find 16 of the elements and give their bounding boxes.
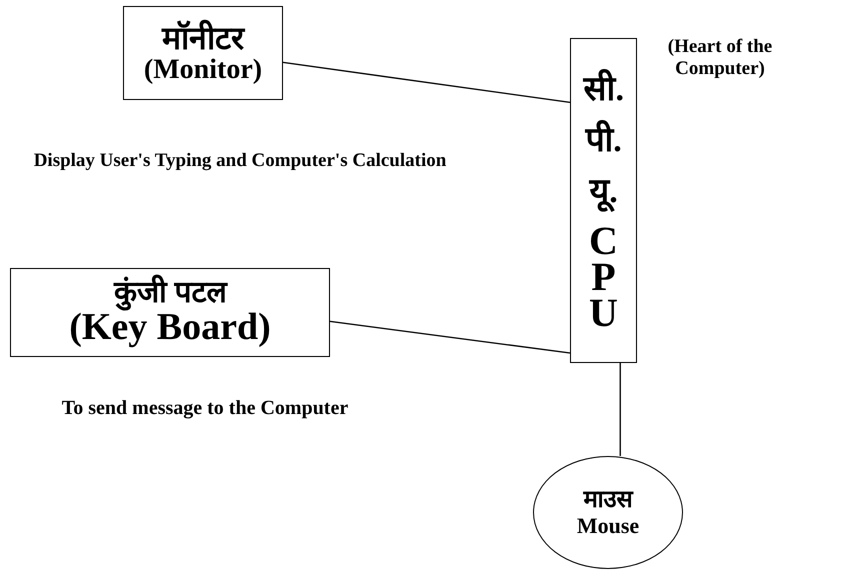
keyboard-box xyxy=(10,268,330,357)
node-label: Mouse xyxy=(576,514,640,537)
caption-text: To send message to the Computer xyxy=(60,397,350,420)
node-label: (Monitor) xyxy=(144,55,262,84)
connector-line xyxy=(282,62,570,104)
node-label: सी. पी. यू. xyxy=(584,68,624,214)
monitor-box xyxy=(123,6,283,100)
node-label: CPU xyxy=(588,223,618,331)
cpu-box xyxy=(570,38,637,363)
connector-line xyxy=(620,363,621,456)
connector-line xyxy=(330,320,570,354)
node-label: कुंजी पटल xyxy=(114,276,226,308)
node-label: मॉनीटर xyxy=(162,22,244,56)
caption-text: Display User's Typing and Computer's Calculation xyxy=(32,150,448,172)
node-label: माउस xyxy=(584,488,632,514)
caption-text: (Heart of the Computer) xyxy=(666,36,774,80)
